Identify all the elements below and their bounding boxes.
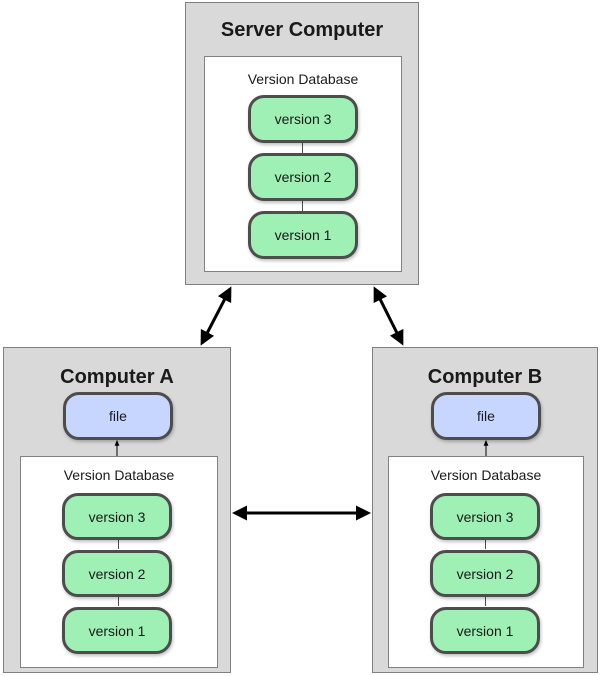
computer-a-db-label: Version Database (63, 467, 175, 483)
server-version-3: version 3 (248, 95, 358, 143)
computer-a-version-database: Version Database version 3 version 2 ver… (20, 456, 218, 668)
server-computer-title: Server Computer (220, 19, 384, 41)
computer-a-version-1: version 1 (62, 607, 172, 654)
sync-arrow-server-b (373, 286, 404, 346)
computer-a-file: file (63, 392, 173, 440)
computer-a-version-2: version 2 (62, 550, 172, 597)
server-computer: Server Computer Version Database version… (185, 2, 419, 285)
server-version-1: version 1 (248, 211, 358, 259)
server-version-database: Version Database version 3 version 2 ver… (204, 56, 402, 272)
version-connector (118, 537, 119, 549)
version-connector (302, 140, 303, 154)
computer-b-title: Computer B (427, 366, 543, 388)
version-connector (118, 594, 119, 606)
sync-arrow-server-a (200, 286, 232, 346)
server-version-2: version 2 (248, 153, 358, 201)
version-connector (302, 197, 303, 211)
version-connector (485, 537, 486, 549)
computer-a: Computer A file Version Database version… (3, 347, 231, 673)
computer-b-version-1: version 1 (430, 607, 540, 654)
computer-a-version-3: version 3 (62, 493, 172, 540)
computer-b-db-label: Version Database (430, 467, 542, 483)
computer-b-version-3: version 3 (430, 493, 540, 540)
computer-a-title: Computer A (60, 366, 174, 388)
version-connector (485, 594, 486, 606)
computer-b-version-2: version 2 (430, 550, 540, 597)
computer-b-version-database: Version Database version 3 version 2 ver… (388, 456, 584, 668)
server-db-label: Version Database (247, 71, 359, 87)
computer-b-file: file (431, 392, 541, 440)
computer-b: Computer B file Version Database version… (372, 347, 598, 673)
